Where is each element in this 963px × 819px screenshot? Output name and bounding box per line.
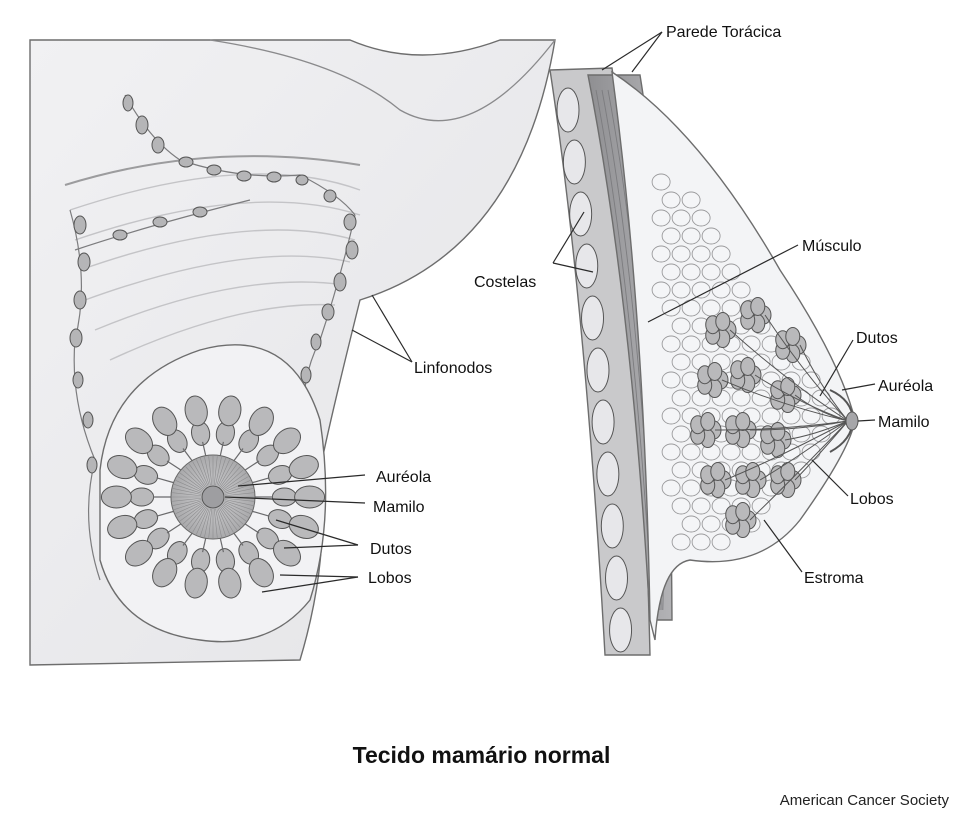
- label-estroma: Estroma: [804, 570, 864, 587]
- side-lobe: [708, 362, 722, 380]
- rib: [601, 504, 623, 548]
- label-musculo: Músculo: [802, 238, 862, 255]
- figure-title: Tecido mamário normal: [0, 742, 963, 769]
- side-lobe: [736, 502, 750, 520]
- figure-credit: American Cancer Society: [780, 792, 949, 809]
- label-front-dutos: Dutos: [370, 541, 412, 558]
- label-costelas: Costelas: [474, 274, 536, 291]
- front-view: [30, 40, 555, 665]
- front-lobe: [101, 486, 131, 508]
- rib: [576, 244, 598, 288]
- side-lobe: [741, 357, 755, 375]
- label-side-mamilo: Mamilo: [878, 414, 930, 431]
- side-lobe: [711, 462, 725, 480]
- rib: [606, 556, 628, 600]
- rib: [582, 296, 604, 340]
- front-lobe: [130, 488, 154, 506]
- side-view: [550, 68, 858, 655]
- label-parede-toracica: Parede Torácica: [666, 24, 781, 41]
- label-side-lobos: Lobos: [850, 491, 894, 508]
- side-lobe: [781, 377, 795, 395]
- rib: [597, 452, 619, 496]
- rib: [592, 400, 614, 444]
- rib: [610, 608, 632, 652]
- label-side-aureola: Auréola: [878, 378, 933, 395]
- side-lobe: [751, 297, 765, 315]
- side-lobe: [786, 327, 800, 345]
- label-side-dutos: Dutos: [856, 330, 898, 347]
- side-lobe: [736, 412, 750, 430]
- label-front-lobos: Lobos: [368, 570, 412, 587]
- front-lobe: [272, 488, 296, 506]
- side-lobe: [716, 312, 730, 330]
- side-lobe: [771, 422, 785, 440]
- side-nipple: [846, 412, 858, 430]
- side-lobe: [746, 462, 760, 480]
- label-front-aureola: Auréola: [376, 469, 431, 486]
- rib: [563, 140, 585, 184]
- breast-profile: [612, 72, 855, 640]
- front-nipple: [202, 486, 224, 508]
- label-linfonodos: Linfonodos: [414, 360, 492, 377]
- label-front-mamilo: Mamilo: [373, 499, 425, 516]
- rib: [587, 348, 609, 392]
- rib: [557, 88, 579, 132]
- front-lobe: [295, 486, 325, 508]
- side-lobe: [701, 412, 715, 430]
